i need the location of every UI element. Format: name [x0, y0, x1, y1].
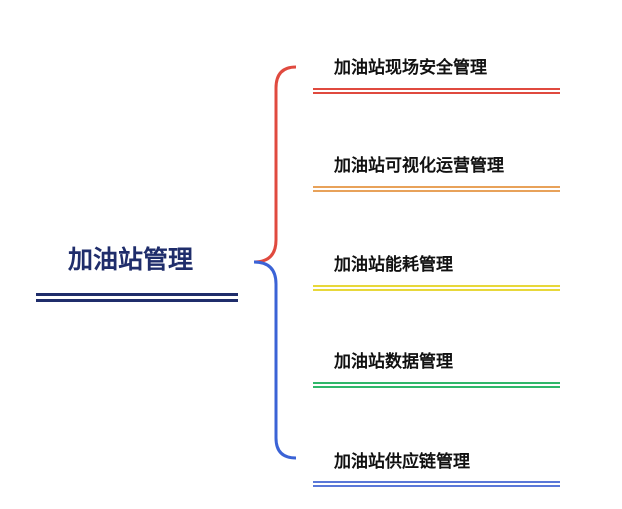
root-node-label: 加油站管理: [68, 245, 194, 274]
branch-label-data: 加油站数据管理: [334, 352, 453, 372]
bracket-lower: [253, 260, 297, 460]
branch-underline-safety: [313, 88, 560, 94]
bracket-upper: [253, 65, 297, 264]
branch-underline-data: [313, 382, 560, 388]
branch-label-visual-ops: 加油站可视化运营管理: [334, 156, 504, 176]
branch-underline-energy: [313, 285, 560, 291]
branch-label-energy: 加油站能耗管理: [334, 255, 453, 275]
root-underline: [36, 293, 238, 302]
branch-underline-visual-ops: [313, 186, 560, 192]
branch-label-safety: 加油站现场安全管理: [334, 58, 487, 78]
branch-label-supply-chain: 加油站供应链管理: [334, 452, 470, 472]
branch-underline-supply-chain: [313, 481, 560, 487]
